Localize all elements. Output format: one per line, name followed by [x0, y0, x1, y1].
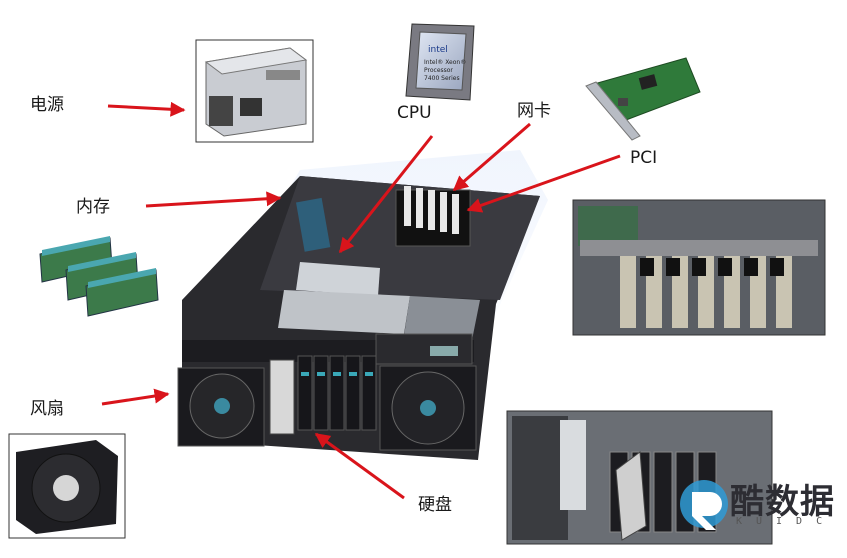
arrow-memory [145, 191, 282, 208]
watermark: 酷数据 KUIDC [676, 470, 836, 544]
label-memory: 内存 [76, 197, 110, 217]
server-chassis-image [177, 150, 548, 460]
network-card-image [585, 57, 701, 141]
label-nic: 网卡 [517, 101, 551, 121]
cpu-chip-brand: intel [428, 45, 448, 55]
cpu-chip-line2: Processor [424, 67, 453, 74]
label-fan: 风扇 [30, 399, 64, 419]
cpu-chip-line3: 7400 Series [424, 75, 460, 82]
arrow-cpu [338, 135, 434, 254]
power-supply-image [195, 39, 314, 143]
watermark-text: 酷数据 [730, 482, 835, 522]
label-cpu: CPU [397, 103, 432, 123]
annotation-arrows [101, 101, 621, 500]
arrow-disk [314, 432, 405, 500]
label-pci: PCI [630, 148, 658, 168]
cpu-chip-line1: Intel® Xeon® [424, 59, 466, 66]
memory-modules-image [39, 236, 159, 317]
label-disk: 硬盘 [418, 495, 452, 515]
arrow-fan [101, 388, 170, 406]
watermark-subtext: KUIDC [736, 516, 837, 527]
label-power: 电源 [30, 95, 64, 115]
arrow-power [107, 101, 186, 117]
pci-slots-detail-image [572, 199, 826, 336]
watermark-logo-icon [680, 480, 728, 530]
fan-image [8, 433, 126, 539]
hard-disk-detail-image [506, 410, 773, 545]
arrow-nic [452, 122, 531, 192]
arrow-pci [466, 154, 621, 213]
cpu-image: intel Intel® Xeon® Processor 7400 Series [405, 23, 475, 101]
